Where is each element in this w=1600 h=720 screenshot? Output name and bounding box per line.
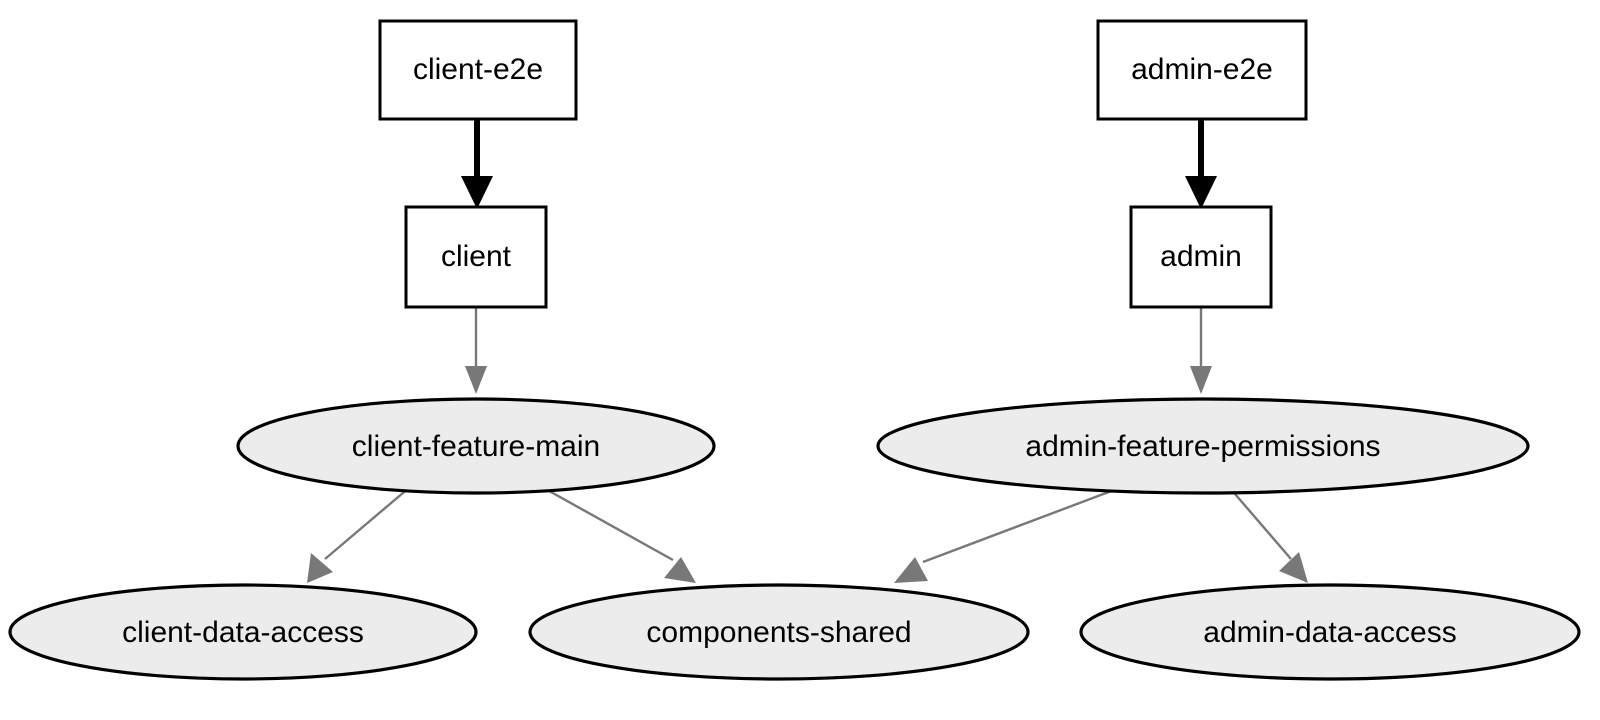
node-admin-feature-permissions[interactable]: admin-feature-permissions	[876, 397, 1530, 495]
edge-admin-feature-permissions-to-admin-data-access	[1228, 486, 1308, 583]
node-admin-feature-permissions-label: admin-feature-permissions	[1025, 430, 1380, 463]
edge-client-feature-main-to-client-data-access	[307, 486, 411, 583]
node-components-shared-label: components-shared	[646, 616, 911, 649]
node-admin-e2e-label: admin-e2e	[1131, 53, 1273, 86]
node-client-shape[interactable]	[404, 205, 548, 309]
edge-admin-to-admin-feature-permissions	[1190, 307, 1212, 394]
node-admin-data-access-label: admin-data-access	[1203, 616, 1456, 649]
node-client-data-access[interactable]: client-data-access	[8, 583, 478, 681]
node-client-label: client	[441, 240, 512, 273]
node-components-shared-shape[interactable]	[528, 583, 1030, 681]
node-admin-shape[interactable]	[1129, 205, 1273, 309]
edge-layer	[307, 119, 1308, 583]
node-client-feature-main-shape[interactable]	[236, 397, 716, 495]
node-client-e2e[interactable]: client-e2e	[378, 19, 578, 121]
node-admin-data-access[interactable]: admin-data-access	[1079, 583, 1581, 681]
edge-client-to-client-feature-main	[465, 307, 487, 394]
node-layer: client-e2e admin-e2e client admin client…	[8, 19, 1581, 681]
edge-admin-e2e-to-admin	[1185, 119, 1217, 209]
node-client-feature-main[interactable]: client-feature-main	[236, 397, 716, 495]
node-admin-feature-permissions-shape[interactable]	[876, 397, 1530, 495]
node-components-shared[interactable]: components-shared	[528, 583, 1030, 681]
node-client-data-access-label: client-data-access	[122, 616, 364, 649]
node-client-data-access-shape[interactable]	[8, 583, 478, 681]
node-admin-e2e[interactable]: admin-e2e	[1096, 19, 1308, 121]
edge-admin-feature-permissions-to-components-shared	[894, 485, 1123, 583]
node-admin-e2e-shape[interactable]	[1096, 19, 1308, 121]
node-admin[interactable]: admin	[1129, 205, 1273, 309]
node-client-e2e-label: client-e2e	[413, 53, 543, 86]
node-admin-label: admin	[1160, 240, 1242, 273]
node-client[interactable]: client	[404, 205, 548, 309]
node-client-e2e-shape[interactable]	[378, 19, 578, 121]
node-client-feature-main-label: client-feature-main	[352, 430, 600, 463]
edge-client-e2e-to-client	[461, 119, 493, 209]
node-admin-data-access-shape[interactable]	[1079, 583, 1581, 681]
edge-client-feature-main-to-components-shared	[541, 485, 696, 583]
